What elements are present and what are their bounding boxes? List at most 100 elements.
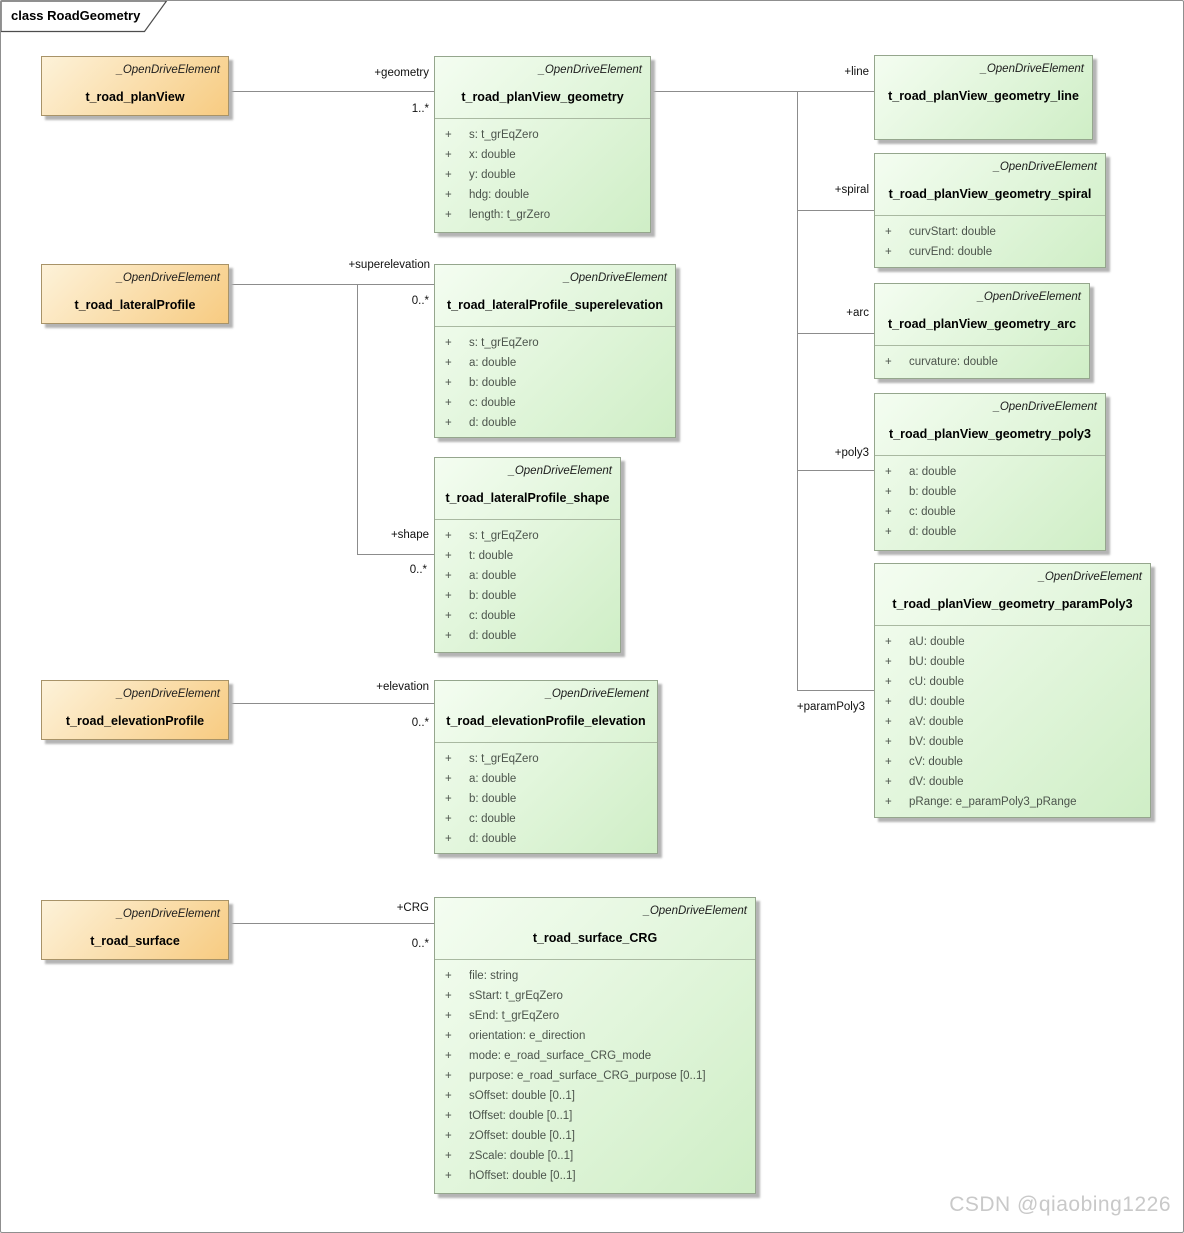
attribute-row: +x: double xyxy=(435,145,650,165)
connector-branch-shape xyxy=(357,554,434,555)
attribute-text: curvEnd: double xyxy=(909,246,993,258)
attribute-text: bV: double xyxy=(909,736,964,748)
attributes-compartment: +a: double+b: double+c: double + d: double xyxy=(875,455,1105,550)
stereotype-label: _OpenDriveElement xyxy=(643,905,747,917)
plus-visibility-marker: + xyxy=(445,129,452,141)
attribute-text: d: double xyxy=(909,526,957,538)
plus-visibility-marker: + xyxy=(885,636,892,648)
plus-visibility-marker: + xyxy=(445,753,452,765)
attribute-row: + aU: double xyxy=(875,632,1150,652)
attribute-row: +c: double xyxy=(875,502,1105,522)
class-name: t_road_surface_CRG xyxy=(532,931,658,945)
attribute-text: dU: double xyxy=(909,696,965,708)
attribute-text: bU: double xyxy=(909,656,965,668)
attribute-text: b: double xyxy=(469,793,517,805)
class-name: t_road_planView_geometry_line xyxy=(888,89,1079,103)
plus-visibility-marker: + xyxy=(885,486,892,498)
attribute-row: +file: string xyxy=(435,966,755,986)
plus-visibility-marker: + xyxy=(445,1050,452,1062)
class-box-t_road_planView_geometry_arc: _OpenDriveElement t_road_planView_geomet… xyxy=(874,283,1090,379)
attribute-row: + bU: double xyxy=(875,652,1150,672)
plus-visibility-marker: + xyxy=(445,1010,452,1022)
attribute-row: + d: double xyxy=(875,522,1105,542)
attribute-text: c: double xyxy=(469,397,516,409)
attributes-compartment: + curvature: double xyxy=(875,345,1089,378)
connector-lateralprofile-superelevation xyxy=(229,284,434,285)
class-box-t_road_lateralProfile: _OpenDriveElement t_road_lateralProfile xyxy=(41,264,229,324)
plus-visibility-marker: + xyxy=(445,1150,452,1162)
attribute-row: +c: double xyxy=(435,606,620,626)
connector-branch-spiral xyxy=(797,210,874,211)
role-label-spiral: +spiral xyxy=(834,184,869,196)
plus-visibility-marker: + xyxy=(885,356,892,368)
attribute-row: +t: double xyxy=(435,546,620,566)
attribute-row: +orientation: e_direction xyxy=(435,1026,755,1046)
attributes-compartment: +s: t_grEqZero+x: double+y: double+hdg: … xyxy=(435,118,650,232)
stereotype-label: _OpenDriveElement xyxy=(1038,571,1142,583)
class-box-t_road_planView_geometry: _OpenDriveElement t_road_planView_geomet… xyxy=(434,56,651,233)
attribute-row: +pRange: e_paramPoly3_pRange xyxy=(875,792,1150,812)
plus-visibility-marker: + xyxy=(885,526,892,538)
stereotype-label: _OpenDriveElement xyxy=(538,64,642,76)
attribute-text: cV: double xyxy=(909,756,963,768)
stereotype-label: _OpenDriveElement xyxy=(563,272,667,284)
attribute-row: + curvEnd: double xyxy=(875,242,1105,262)
attribute-row: +d: double xyxy=(435,413,675,433)
attribute-row: +s: t_grEqZero xyxy=(435,749,657,769)
class-name: t_road_lateralProfile_superelevation xyxy=(446,298,664,312)
plus-visibility-marker: + xyxy=(885,736,892,748)
role-label-line: +line xyxy=(844,66,869,78)
class-name: t_road_planView_geometry xyxy=(461,90,624,104)
plus-visibility-marker: + xyxy=(445,833,452,845)
class-name: t_road_surface xyxy=(90,934,180,948)
attribute-row: +y: double xyxy=(435,165,650,185)
attribute-row: +s: t_grEqZero xyxy=(435,333,675,353)
attribute-row: +b: double xyxy=(875,482,1105,502)
attribute-row: +mode: e_road_surface_CRG_mode xyxy=(435,1046,755,1066)
connector-surface-crg xyxy=(229,923,434,924)
attribute-text: d: double xyxy=(469,417,517,429)
stereotype-label: _OpenDriveElement xyxy=(993,401,1097,413)
plus-visibility-marker: + xyxy=(885,656,892,668)
attributes-compartment xyxy=(875,117,1092,139)
attribute-row: +s: t_grEqZero xyxy=(435,125,650,145)
class-name: t_road_planView_geometry_arc xyxy=(887,317,1077,331)
connector-branch-parampoly3 xyxy=(797,690,874,691)
attribute-row: +a: double xyxy=(875,462,1105,482)
connector-planview-geometry xyxy=(229,91,434,92)
stereotype-label: _OpenDriveElement xyxy=(116,272,220,284)
connector-geometry-line-main xyxy=(651,91,874,92)
attribute-row: +c: double xyxy=(435,393,675,413)
role-label-elevation: +elevation xyxy=(376,681,429,693)
attribute-row: +tOffset: double [0..1] xyxy=(435,1106,755,1126)
connector-lateralprofile-trunk xyxy=(357,284,358,554)
class-box-t_road_planView: _OpenDriveElement t_road_planView xyxy=(41,56,229,116)
stereotype-label: _OpenDriveElement xyxy=(116,688,220,700)
attribute-row: +length: t_grZero xyxy=(435,205,650,225)
attribute-text: sEnd: t_grEqZero xyxy=(469,1010,560,1022)
plus-visibility-marker: + xyxy=(885,776,892,788)
attribute-row: +d: double xyxy=(435,626,620,646)
attribute-row: +a: double xyxy=(435,769,657,789)
class-box-t_road_surface: _OpenDriveElement t_road_surface xyxy=(41,900,229,960)
attribute-text: s: t_grEqZero xyxy=(469,530,539,542)
attribute-row: +purpose: e_road_surface_CRG_purpose [0.… xyxy=(435,1066,755,1086)
attribute-text: aU: double xyxy=(909,636,965,648)
attributes-compartment: +s: t_grEqZero+t: double+a: double+b: do… xyxy=(435,519,620,652)
attribute-row: +dU: double xyxy=(875,692,1150,712)
class-box-t_road_planView_geometry_spiral: _OpenDriveElement t_road_planView_geomet… xyxy=(874,153,1106,268)
role-label-parampoly3: +paramPoly3 xyxy=(796,701,865,713)
attribute-row: + bV: double xyxy=(875,732,1150,752)
attributes-compartment: +curvStart: double+curvEnd: double xyxy=(875,215,1105,267)
attribute-text: length: t_grZero xyxy=(469,209,551,221)
attribute-row: +b: double xyxy=(435,586,620,606)
class-box-t_road_planView_geometry_line: _OpenDriveElement t_road_planView_geomet… xyxy=(874,55,1093,140)
class-name: t_road_elevationProfile xyxy=(65,714,205,728)
attribute-text: b: double xyxy=(469,590,517,602)
plus-visibility-marker: + xyxy=(885,756,892,768)
attribute-row: +d: double xyxy=(435,829,657,849)
attribute-text: b: double xyxy=(469,377,517,389)
attribute-text: curvature: double xyxy=(909,356,998,368)
attribute-row: +a: double xyxy=(435,353,675,373)
plus-visibility-marker: + xyxy=(885,246,892,258)
